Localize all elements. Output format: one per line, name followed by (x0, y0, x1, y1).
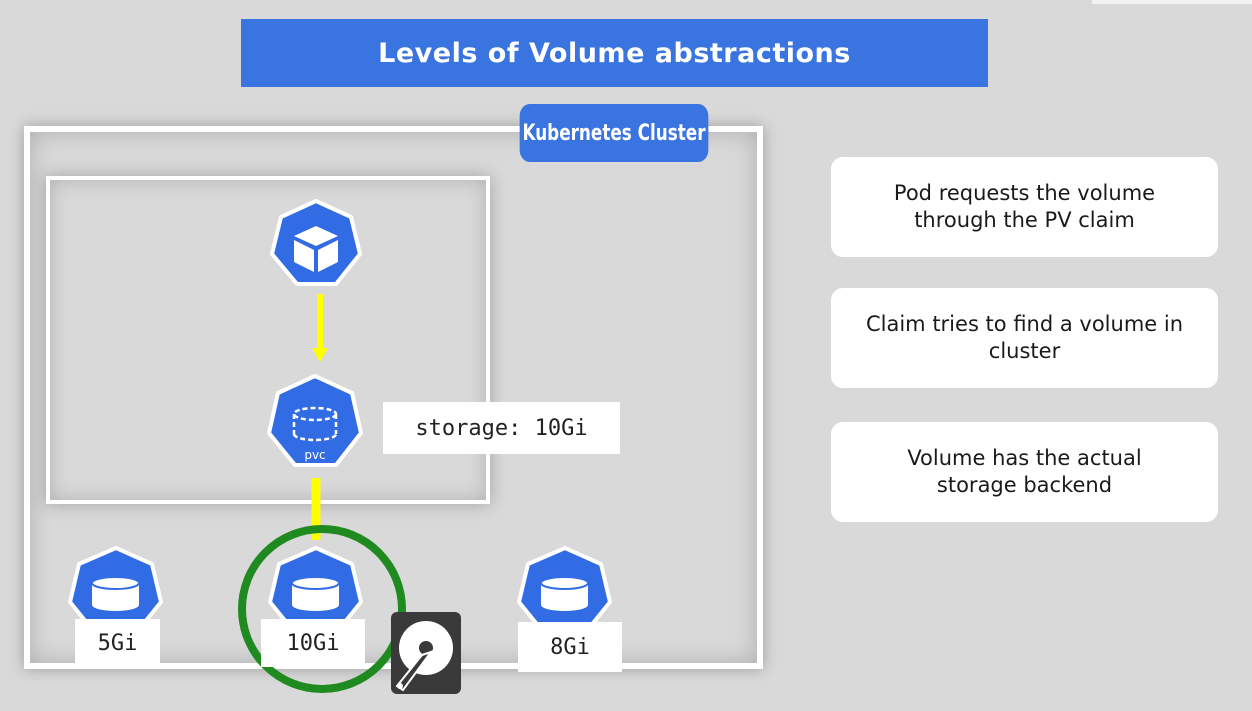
note-pod-requests: Pod requests the volume through the PV c… (831, 157, 1218, 257)
volume-size-10gi: 10Gi (261, 619, 365, 667)
pvc-storage-request: storage: 10Gi (383, 402, 620, 454)
volume-size-5gi: 5Gi (75, 619, 160, 667)
pvc-caption: pvc (304, 448, 325, 462)
slide-title: Levels of Volume abstractions (241, 19, 988, 87)
note-volume-backend: Volume has the actual storage backend (831, 422, 1218, 522)
note-text: Volume has the actual storage backend (907, 445, 1142, 497)
corner-mark (1092, 0, 1252, 4)
note-claim-finds: Claim tries to find a volume in cluster (831, 288, 1218, 388)
cluster-label: Kubernetes Cluster (519, 104, 709, 162)
pod-icon (270, 199, 362, 286)
pvc-icon: pvc (267, 374, 363, 467)
note-text: Pod requests the volume through the PV c… (893, 180, 1156, 232)
volume-icon-5gi (68, 546, 163, 635)
selection-ring (238, 525, 406, 693)
node-frame (46, 176, 490, 504)
hard-disk-icon (391, 612, 461, 694)
arrow-pod-to-pvc (312, 294, 328, 362)
volume-size-8gi: 8Gi (518, 622, 622, 672)
note-text: Claim tries to find a volume in cluster (865, 311, 1184, 363)
volume-icon-8gi (517, 546, 612, 635)
volume-icon-10gi (268, 546, 363, 635)
